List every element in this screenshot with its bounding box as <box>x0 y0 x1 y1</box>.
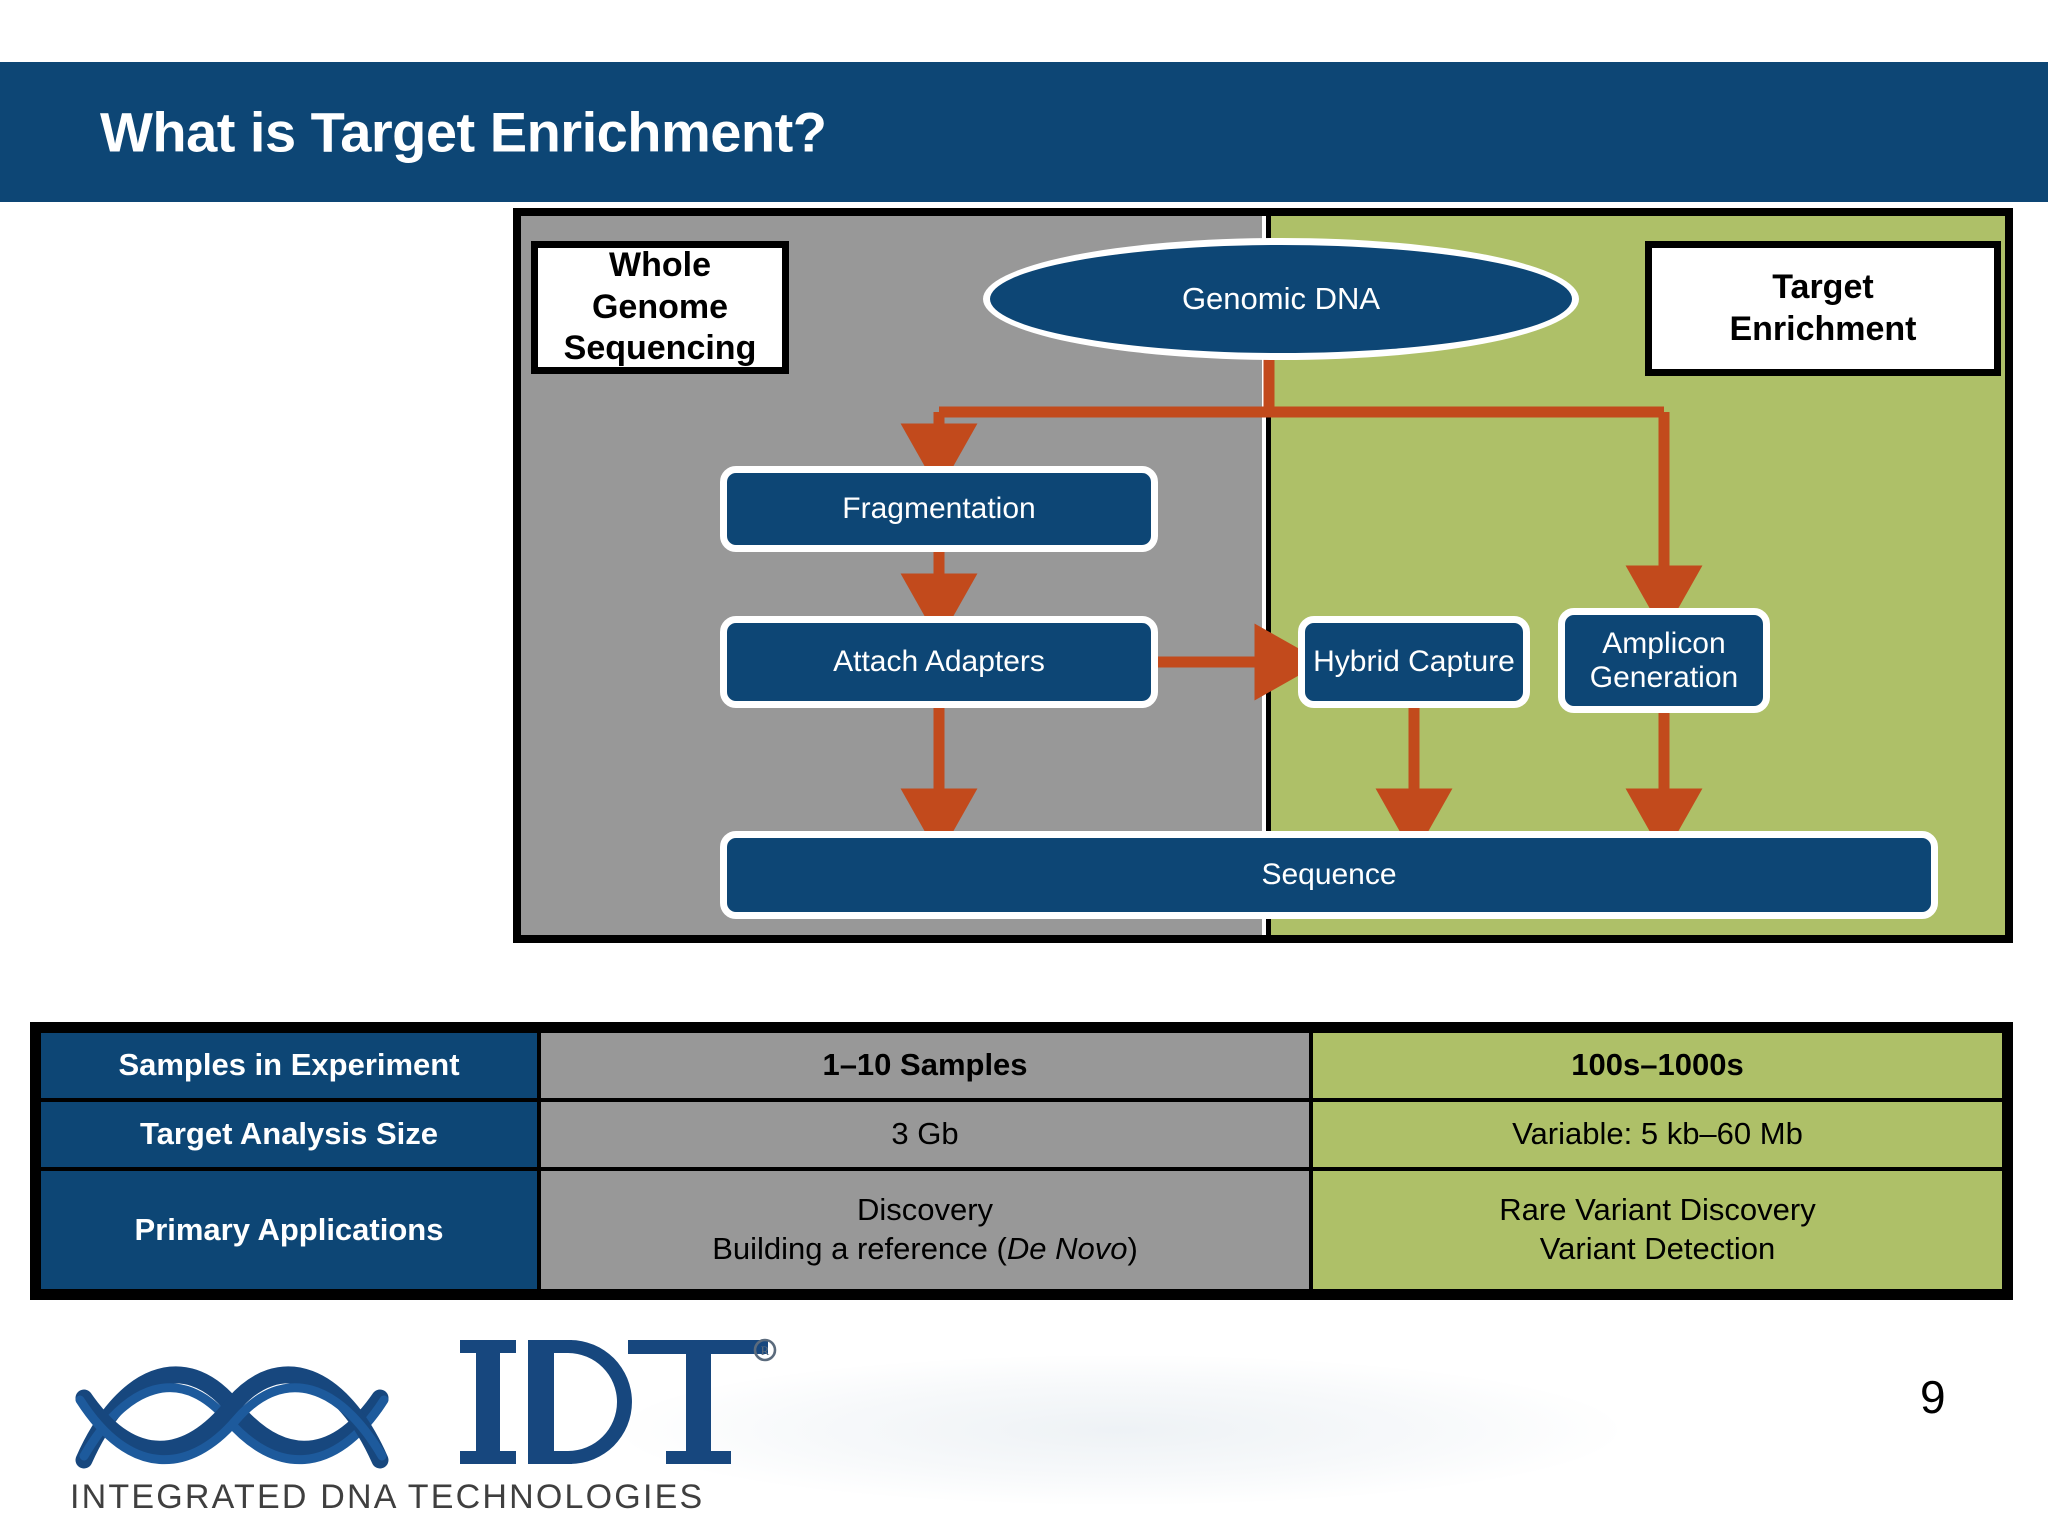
step-amplicon-generation-line2: Generation <box>1589 660 1739 694</box>
table-row: Samples in Experiment 1–10 Samples 100s–… <box>37 1028 2006 1103</box>
step-hybrid-capture-label: Hybrid Capture <box>1313 645 1515 679</box>
idt-logo: R INTEGRATED DNA TECHNOLOGIES <box>62 1328 782 1516</box>
cell-te-applications-line1: Rare Variant Discovery <box>1499 1192 1816 1228</box>
svg-text:R: R <box>761 1343 770 1358</box>
step-amplicon-generation: Amplicon Generation <box>1558 608 1770 713</box>
idt-logo-tagline: INTEGRATED DNA TECHNOLOGIES <box>70 1478 704 1513</box>
workflow-diagram: Whole Genome Sequencing Target Enrichmen… <box>513 208 2013 943</box>
page-number: 9 <box>1920 1371 1946 1423</box>
step-hybrid-capture: Hybrid Capture <box>1298 616 1530 708</box>
table-row: Target Analysis Size 3 Gb Variable: 5 kb… <box>37 1098 2006 1172</box>
cell-wgs-applications-line2-pre: Building a reference ( <box>712 1231 1007 1267</box>
cell-wgs-target-size: 3 Gb <box>537 1098 1313 1172</box>
wgs-panel-label-line1: Whole Genome <box>591 246 729 326</box>
cell-te-applications: Rare Variant Discovery Variant Detection <box>1309 1167 2006 1293</box>
te-panel-label-line2: Enrichment <box>1729 309 1917 348</box>
cell-wgs-applications-de-novo: De Novo <box>1006 1231 1128 1267</box>
cell-wgs-applications: Discovery Building a reference (De Novo) <box>537 1167 1313 1293</box>
cell-te-target-size: Variable: 5 kb–60 Mb <box>1309 1098 2006 1172</box>
row-label-target-analysis-size: Target Analysis Size <box>37 1098 541 1172</box>
idt-wordmark <box>460 1340 768 1464</box>
dna-helix-icon <box>75 1366 389 1469</box>
step-fragmentation: Fragmentation <box>720 466 1158 552</box>
wgs-panel-label: Whole Genome Sequencing <box>531 241 789 374</box>
genomic-dna-node: Genomic DNA <box>983 238 1579 360</box>
row-label-primary-applications: Primary Applications <box>37 1167 541 1293</box>
cell-wgs-applications-line2-post: ) <box>1127 1231 1138 1267</box>
row-label-samples-in-experiment: Samples in Experiment <box>37 1028 541 1103</box>
wgs-panel-label-line2: Sequencing <box>563 329 757 368</box>
step-attach-adapters: Attach Adapters <box>720 616 1158 708</box>
step-attach-adapters-label: Attach Adapters <box>833 645 1045 679</box>
step-fragmentation-label: Fragmentation <box>842 492 1036 526</box>
page-title: What is Target Enrichment? <box>100 100 827 164</box>
cell-te-samples: 100s–1000s <box>1309 1028 2006 1103</box>
target-enrichment-panel-label: Target Enrichment <box>1645 241 2001 376</box>
slide-title-bar: What is Target Enrichment? <box>0 62 2048 202</box>
step-sequence-label: Sequence <box>1261 858 1397 892</box>
registered-trademark-icon: R <box>753 1338 777 1362</box>
table-row: Primary Applications Discovery Building … <box>37 1167 2006 1293</box>
te-panel-label-line1: Target <box>1772 268 1874 307</box>
cell-wgs-applications-line1: Discovery <box>856 1192 994 1228</box>
genomic-dna-label: Genomic DNA <box>1181 281 1381 316</box>
comparison-table: Samples in Experiment 1–10 Samples 100s–… <box>30 1022 2013 1300</box>
cell-wgs-samples: 1–10 Samples <box>537 1028 1313 1103</box>
step-sequence: Sequence <box>720 831 1938 919</box>
cell-te-applications-line2: Variant Detection <box>1539 1231 1776 1267</box>
step-amplicon-generation-line1: Amplicon <box>1602 626 1726 660</box>
